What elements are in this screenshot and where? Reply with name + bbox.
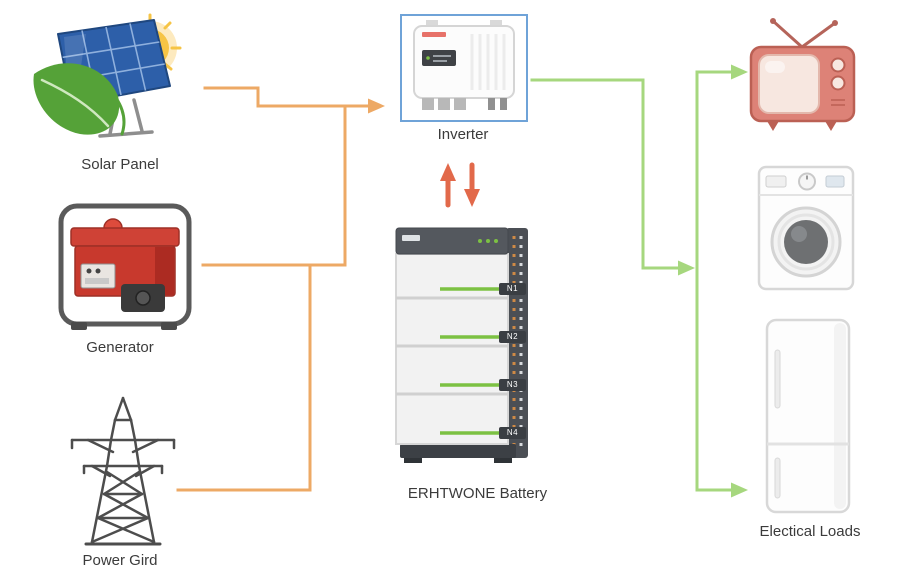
grid-to-inverter-wire — [176, 265, 312, 492]
battery-top-cap — [395, 227, 509, 255]
generator-foot-right — [161, 322, 177, 330]
inverter-display — [422, 50, 456, 66]
leaf-icon — [33, 63, 126, 136]
generator-icon — [58, 203, 192, 330]
generator-node — [55, 198, 195, 336]
battery-foot — [404, 458, 422, 463]
antenna-tip — [770, 18, 776, 24]
washer-door — [770, 206, 842, 278]
power-grid-label: Power Gird — [82, 552, 158, 569]
fridge-body — [765, 318, 851, 514]
tv-speaker-lines — [831, 99, 845, 106]
battery-base — [400, 444, 516, 458]
tv-icon — [749, 18, 856, 131]
tv-node — [745, 15, 860, 133]
inverter-mount-tab — [490, 20, 502, 28]
loads-distribution-wire — [695, 70, 733, 492]
solar-panel-icon — [33, 13, 182, 138]
generator-body-shade — [155, 247, 174, 295]
tv-antenna — [771, 19, 837, 49]
generator-engine — [121, 284, 165, 312]
solar-panel-label: Solar Panel — [81, 156, 159, 173]
inverter-to-loads-wire — [530, 78, 680, 270]
power-grid-tower-icon — [70, 396, 176, 546]
battery-module-tag: N2 — [499, 331, 526, 343]
arrow-down-head — [464, 189, 480, 207]
fridge-handle-bottom — [774, 457, 781, 499]
battery-module-tag: N3 — [499, 379, 526, 391]
generator-canopy — [70, 227, 180, 247]
battery-node: N1 N2 N3 N4 — [388, 220, 538, 465]
battery-foot — [494, 458, 512, 463]
inverter-label: Inverter — [437, 126, 489, 143]
arrow-up-head — [440, 163, 456, 181]
generator-frame — [58, 203, 192, 327]
battery-module-tag: N1 — [499, 283, 526, 295]
battery-led-strips — [440, 287, 500, 435]
tv-arrowhead — [731, 64, 748, 80]
generator-control-panel — [80, 263, 116, 289]
battery-side-rail — [506, 228, 528, 458]
inverter-mount-tab — [426, 20, 438, 28]
washer-drawer — [765, 175, 787, 188]
solar-panel-node — [28, 10, 208, 156]
fridge-icon — [765, 318, 851, 514]
inverter-heatsink-fins — [470, 34, 506, 90]
tv-knob — [830, 57, 846, 73]
washing-machine-node — [756, 163, 856, 293]
solar-to-inverter-wire — [203, 86, 370, 108]
battery-cabinet — [395, 253, 509, 445]
tv-leg — [767, 121, 779, 131]
screen-glare — [765, 61, 785, 73]
electrical-loads-label: Electical Loads — [759, 523, 861, 540]
generator-label: Generator — [86, 339, 154, 356]
tv-leg — [825, 121, 837, 131]
washer-dial — [798, 172, 816, 191]
fridge-arrowhead — [731, 482, 748, 498]
fridge-node — [762, 316, 854, 516]
inverter-logo — [422, 32, 446, 37]
generator-foot-left — [71, 322, 87, 330]
washing-machine-icon — [757, 165, 855, 291]
battery-label: ERHTWONE Battery — [407, 485, 548, 502]
generator-to-inverter-wire — [201, 106, 347, 267]
inverter-input-arrowhead — [368, 98, 385, 114]
antenna-tip — [832, 20, 838, 26]
fridge-handle-top — [774, 349, 781, 409]
battery-icon — [395, 227, 528, 463]
power-grid-node — [58, 392, 188, 550]
inverter-highlight-box — [400, 14, 528, 122]
battery-module-tag: N4 — [499, 427, 526, 439]
battery-module-grooves — [396, 296, 508, 396]
fridge-shading — [834, 323, 846, 509]
inverter-connectors — [422, 98, 507, 110]
tv-knob — [830, 75, 846, 91]
washer-display — [825, 175, 845, 188]
loads-feed-arrowhead — [678, 260, 695, 276]
inverter-icon — [413, 20, 515, 110]
